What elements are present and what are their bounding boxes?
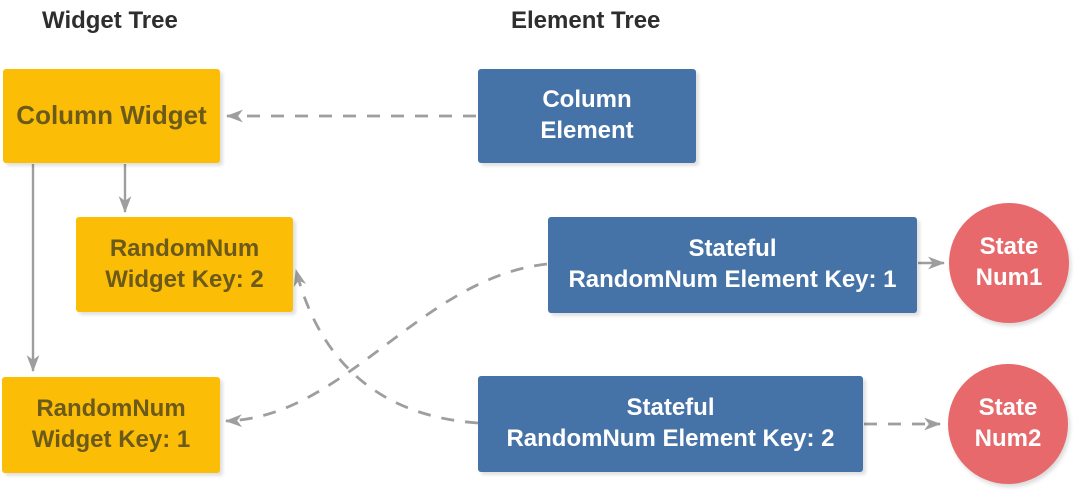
- column-element-line2: Element: [540, 117, 634, 144]
- element-tree-title: Element Tree: [511, 7, 661, 34]
- element-key2-line2: RandomNum Element Key: 2: [506, 425, 835, 452]
- state-num2-line2: Num2: [974, 425, 1042, 452]
- column-element-node: Column Element: [478, 69, 696, 163]
- state-num1-node: State Num1: [949, 203, 1069, 323]
- widget-key2-line2: Widget Key: 2: [105, 265, 264, 293]
- randomnum-widget-key1-node: RandomNum Widget Key: 1: [2, 377, 220, 473]
- column-element-line1: Column: [542, 86, 632, 114]
- randomnum-widget-key2-node: RandomNum Widget Key: 2: [76, 217, 293, 312]
- column-widget-node: Column Widget: [3, 69, 220, 163]
- element-key2-line1: Stateful: [626, 394, 715, 422]
- widget-tree-title: Widget Tree: [42, 7, 178, 34]
- widget-key1-line2: Widget Key: 1: [31, 426, 191, 453]
- widget-key2-line1: RandomNum: [109, 234, 260, 262]
- column-widget-label: Column Widget: [16, 100, 207, 131]
- element-key1-line1: Stateful: [688, 235, 777, 263]
- widget-key1-line1: RandomNum: [36, 395, 186, 423]
- state-num2-line1: State: [978, 394, 1038, 422]
- state-num2-node: State Num2: [948, 364, 1068, 484]
- element-key1-line2: RandomNum Element Key: 1: [568, 266, 897, 293]
- stateful-randomnum-element-key2-node: Stateful RandomNum Element Key: 2: [478, 376, 863, 472]
- edge-element-key2-to-widget-key2: [293, 268, 479, 425]
- stateful-randomnum-element-key1-node: Stateful RandomNum Element Key: 1: [548, 217, 917, 313]
- state-num1-line2: Num1: [975, 264, 1043, 291]
- state-num1-line1: State: [979, 233, 1039, 261]
